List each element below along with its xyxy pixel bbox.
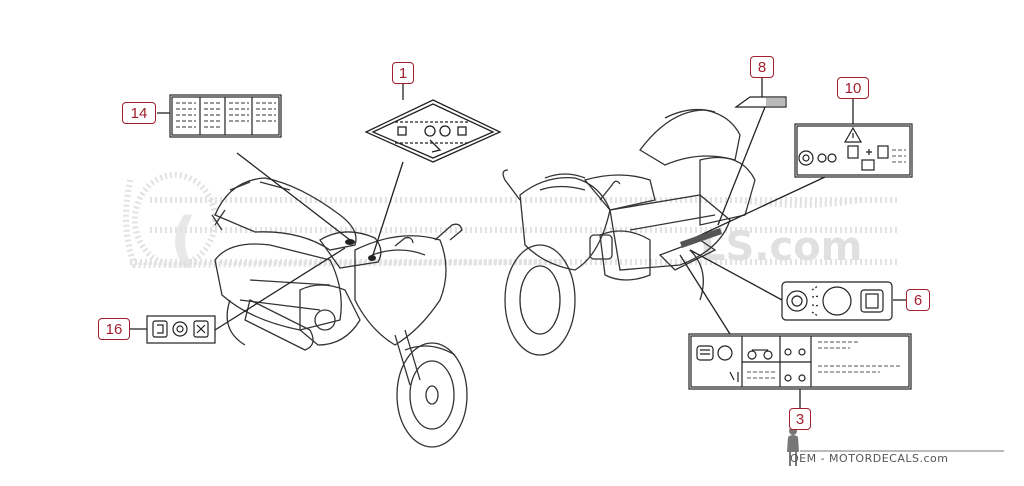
left-motorcycle — [211, 177, 468, 448]
callout-14[interactable]: 14 — [122, 102, 156, 124]
label-markers — [345, 228, 722, 261]
callout-8[interactable]: 8 — [750, 56, 774, 78]
callout-10[interactable]: 10 — [837, 77, 869, 99]
callout-1[interactable]: 1 — [392, 62, 414, 84]
decal-gauge — [781, 281, 893, 321]
callout-6[interactable]: 6 — [906, 289, 930, 311]
decal-info-panel — [688, 333, 912, 390]
callout-3[interactable]: 3 — [789, 408, 811, 430]
decal-warning — [794, 123, 913, 178]
watermark-domain: LS.com — [700, 224, 862, 270]
decal-strip — [734, 96, 787, 108]
callout-16[interactable]: 16 — [98, 318, 130, 340]
leader-lines — [130, 78, 906, 408]
decal-diamond — [364, 99, 502, 163]
decal-table — [169, 94, 282, 138]
decal-three-icons — [146, 315, 216, 344]
site-watermark: OEM - MOTORDECALS.com — [790, 452, 949, 465]
